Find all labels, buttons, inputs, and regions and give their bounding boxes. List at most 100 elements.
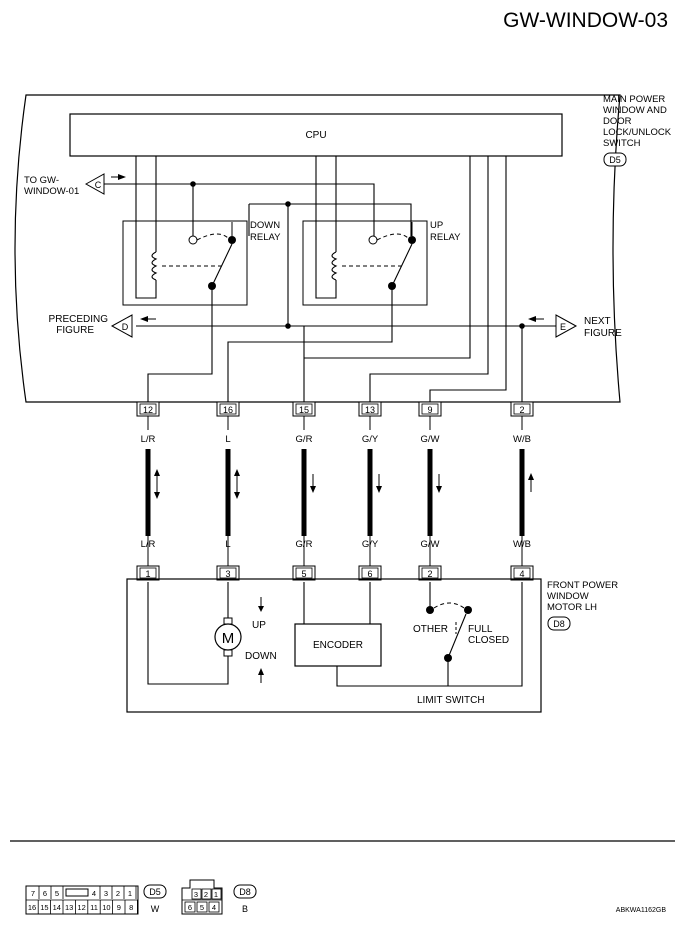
wire-color-label-top: G/Y <box>362 434 379 445</box>
wire-color-label-top: G/R <box>296 434 313 445</box>
d5-pin-label: 9 <box>117 903 121 912</box>
cpu-block <box>69 113 563 157</box>
connector-e: E NEXT FIGURE <box>528 314 622 339</box>
wire-color-label-bottom: L <box>225 539 230 550</box>
svg-text:FIGURE: FIGURE <box>584 328 622 339</box>
connector-c: C TO GW- WINDOW-01 <box>24 173 126 197</box>
lower-pin-3: 3 <box>216 565 240 581</box>
d8-pin-label: 2 <box>204 890 208 899</box>
d8-pin-label: 6 <box>188 903 192 912</box>
wire-color-label-top: G/W <box>421 434 440 445</box>
svg-text:WINDOW: WINDOW <box>547 591 589 602</box>
d5-pin-label: 4 <box>92 889 96 898</box>
lower-pin-4: 4 <box>510 565 534 581</box>
d5-pin-label: 15 <box>40 903 48 912</box>
upper-pin-13: 13 <box>358 401 382 417</box>
d5-pin-label: 3 <box>104 889 108 898</box>
svg-text:1: 1 <box>145 569 150 579</box>
wire-color-label-bottom: G/Y <box>362 539 379 550</box>
svg-text:UP: UP <box>252 620 266 631</box>
d5-pin-label: 12 <box>77 903 85 912</box>
svg-text:WINDOW-01: WINDOW-01 <box>24 186 79 197</box>
upper-pin-15: 15 <box>292 401 316 417</box>
d5-pin-label: 8 <box>129 903 133 912</box>
lower-pin-2: 2 <box>418 565 442 581</box>
svg-text:LOCK/UNLOCK: LOCK/UNLOCK <box>603 127 672 138</box>
svg-text:5: 5 <box>301 569 306 579</box>
d8-pin-label: 5 <box>200 903 204 912</box>
d5-pin-label: 13 <box>65 903 73 912</box>
svg-text:12: 12 <box>143 405 153 415</box>
motor-label: FRONT POWER WINDOW MOTOR LH D8 <box>547 580 618 631</box>
wire-L/R: L/RL/R <box>141 416 160 566</box>
d5-pin-label: 16 <box>28 903 36 912</box>
svg-text:E: E <box>560 322 566 332</box>
svg-text:W: W <box>151 904 160 914</box>
svg-text:LIMIT SWITCH: LIMIT SWITCH <box>417 695 485 706</box>
svg-text:M: M <box>222 630 235 647</box>
d5-pin-label: 5 <box>55 889 59 898</box>
svg-text:D5: D5 <box>609 155 621 165</box>
svg-text:6: 6 <box>367 569 372 579</box>
wire-G/Y: G/Y G/Y <box>362 416 382 566</box>
d5-pin-label: 6 <box>43 889 47 898</box>
cpu-label: CPU <box>305 130 326 141</box>
d5-pin-label: 11 <box>90 903 98 912</box>
d8-pin-label: 4 <box>212 903 216 912</box>
relay-coils <box>151 251 338 281</box>
svg-text:15: 15 <box>299 405 309 415</box>
svg-text:PRECEDING: PRECEDING <box>49 314 109 325</box>
d5-pin-label: 10 <box>102 903 110 912</box>
svg-text:2: 2 <box>427 569 432 579</box>
wire-W/B: W/B W/B <box>513 416 534 566</box>
svg-text:D8: D8 <box>239 887 251 897</box>
svg-text:MOTOR LH: MOTOR LH <box>547 602 597 613</box>
d8-pin-label: 1 <box>214 890 218 899</box>
main-switch-label: MAIN POWER WINDOW AND DOOR LOCK/UNLOCK S… <box>603 94 672 167</box>
wire-L: LL <box>225 416 240 566</box>
svg-text:SWITCH: SWITCH <box>603 138 641 149</box>
page-title: GW-WINDOW-03 <box>503 9 668 32</box>
up-relay-box <box>302 220 428 306</box>
wire-color-label-bottom: W/B <box>513 539 531 550</box>
svg-text:9: 9 <box>427 405 432 415</box>
switch-wiring <box>104 156 556 402</box>
wire-color-label-top: L/R <box>141 434 156 445</box>
svg-text:D: D <box>122 322 129 332</box>
svg-text:D5: D5 <box>149 887 161 897</box>
figure-code: ABKWA1162GB <box>616 907 667 914</box>
lower-pin-6: 6 <box>358 565 382 581</box>
svg-text:TO GW-: TO GW- <box>24 175 59 186</box>
upper-pin-12: 12 <box>136 401 160 417</box>
wire-color-label-bottom: G/W <box>421 539 440 550</box>
lower-pin-row: 1 3 5 6 2 4 <box>136 565 534 581</box>
svg-text:WINDOW AND: WINDOW AND <box>603 105 667 116</box>
upper-pin-16: 16 <box>216 401 240 417</box>
svg-text:FRONT POWER: FRONT POWER <box>547 580 618 591</box>
motor-outline <box>126 578 542 713</box>
d5-pin-label: 14 <box>53 903 61 912</box>
wire-color-label-top: W/B <box>513 434 531 445</box>
svg-text:4: 4 <box>519 569 524 579</box>
d5-pin-label: 7 <box>31 889 35 898</box>
svg-text:FULL: FULL <box>468 624 493 635</box>
svg-text:MAIN POWER: MAIN POWER <box>603 94 665 105</box>
upper-pin-row: 12 16 15 13 9 2 <box>136 401 534 417</box>
svg-text:2: 2 <box>519 405 524 415</box>
lower-pin-5: 5 <box>292 565 316 581</box>
svg-text:13: 13 <box>365 405 375 415</box>
upper-pin-2: 2 <box>510 401 534 417</box>
wire-G/R: G/RG/R <box>296 416 316 566</box>
svg-text:NEXT: NEXT <box>584 316 611 327</box>
encoder-block <box>294 623 382 667</box>
junction-dots <box>190 181 525 329</box>
limit-switch: OTHER FULL CLOSED LIMIT SWITCH <box>413 602 509 706</box>
svg-text:CLOSED: CLOSED <box>468 635 509 646</box>
svg-text:RELAY: RELAY <box>250 232 281 243</box>
wire-color-label-top: L <box>225 434 230 445</box>
svg-text:3: 3 <box>225 569 230 579</box>
